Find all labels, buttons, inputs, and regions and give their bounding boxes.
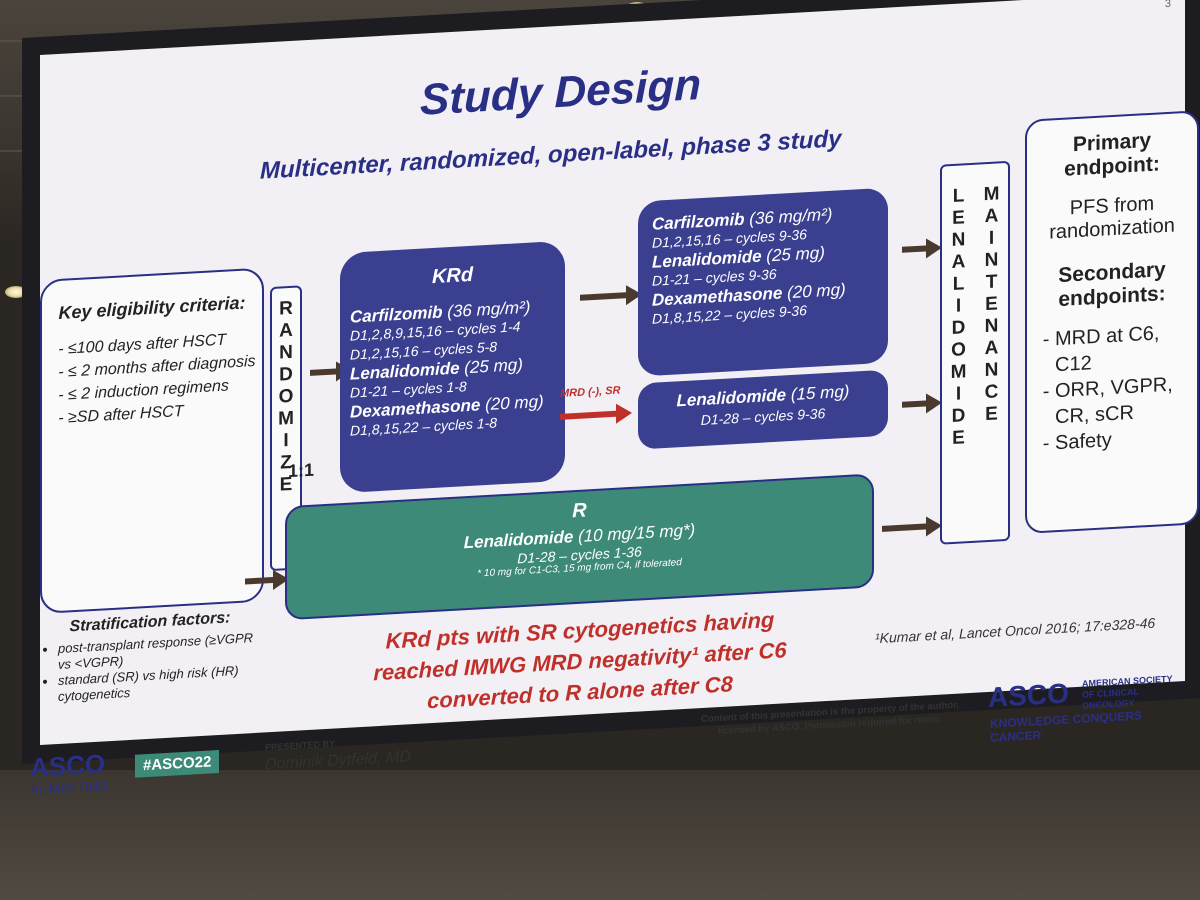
meeting-label: AL MEETING	[30, 778, 109, 798]
maintenance-letter: N	[984, 315, 999, 338]
randomize-letter: D	[279, 363, 293, 386]
maintenance-letter: M	[950, 361, 967, 384]
r-arm-box: R Lenalidomide (10 mg/15 mg*) D1-28 – cy…	[285, 473, 874, 621]
maintenance-letter: N	[984, 359, 999, 382]
drug-dose: (25 mg)	[459, 355, 523, 378]
maintenance-letter: E	[952, 207, 965, 230]
slide-number: 3	[1164, 0, 1171, 11]
drug-dose: (20 mg)	[782, 279, 846, 303]
eligibility-box: Key eligibility criteria: ≤100 days afte…	[40, 267, 264, 614]
krd-arm-box: KRd Carfilzomib (36 mg/m²)D1,2,8,9,15,16…	[340, 240, 565, 494]
secondary-endpoint-item: ORR, VGPR, CR, sCR	[1055, 370, 1197, 430]
maintenance-letter: A	[984, 205, 999, 228]
floor	[0, 770, 1200, 900]
ceiling-light	[5, 286, 27, 298]
randomize-letter: O	[278, 385, 294, 408]
krd-continuation-box: Carfilzomib (36 mg/m²)D1,2,15,16 – cycle…	[638, 187, 888, 377]
lenalidomide-15-box: Lenalidomide (15 mg) D1-28 – cycles 9-36	[638, 369, 888, 450]
arrow-to-maintenance	[902, 245, 928, 253]
maintenance-letter: T	[985, 271, 998, 294]
arrow-to-maintenance	[882, 523, 928, 532]
mrd-conversion-note: KRd pts with SR cytogenetics having reac…	[310, 600, 850, 723]
randomize-letter: I	[283, 430, 289, 452]
maintenance-letter: I	[955, 295, 962, 317]
maintenance-letter: M	[983, 183, 1000, 206]
eligibility-heading: Key eligibility criteria:	[58, 292, 246, 323]
presented-by-label: PRESENTED BY:	[265, 738, 338, 753]
hashtag: #ASCO22	[135, 749, 220, 778]
krd-continuation-regimen: Carfilzomib (36 mg/m²)D1,2,15,16 – cycle…	[652, 202, 888, 329]
maintenance-letter: E	[985, 403, 998, 426]
randomize-letter: A	[279, 319, 293, 342]
secondary-endpoint-item: MRD at C6, C12	[1055, 318, 1197, 378]
drug-dose: (25 mg)	[761, 243, 825, 266]
eligibility-list: ≤100 days after HSCT ≤ 2 months after di…	[50, 327, 262, 431]
maintenance-letter: L	[952, 185, 965, 207]
arrow-krd-continue	[580, 292, 628, 301]
randomize-letter: N	[279, 341, 293, 364]
len15-dose: (15 mg)	[790, 381, 850, 405]
randomize-letter: R	[279, 297, 293, 320]
arrow-to-r	[245, 576, 275, 585]
maintenance-letter: E	[985, 293, 998, 316]
asco-logo: ASCO	[988, 677, 1069, 713]
maintenance-letter: N	[951, 229, 966, 252]
randomize-ratio: 1:1	[288, 459, 315, 482]
maintenance-letter: I	[955, 383, 962, 405]
arrow-to-maintenance	[902, 400, 928, 408]
endpoints-box: Primary endpoint: PFS from randomization…	[1025, 110, 1199, 534]
primary-endpoint-text: PFS from randomization	[1049, 192, 1175, 244]
maintenance-letter: A	[984, 337, 999, 360]
copyright-notice: Content of this presentation is the prop…	[700, 699, 960, 738]
maintenance-letter: N	[984, 249, 999, 272]
krd-regimen: Carfilzomib (36 mg/m²)D1,2,8,9,15,16 – c…	[350, 296, 565, 441]
slide-title: Study Design	[420, 60, 702, 125]
stratification: Stratification factors: post-transplant …	[40, 608, 260, 706]
presenter-name: Dominik Dytfeld, MD	[265, 748, 411, 774]
drug-dose: (20 mg)	[480, 391, 544, 415]
maintenance-letter: I	[988, 227, 995, 249]
secondary-endpoints-list: MRD at C6, C12 ORR, VGPR, CR, sCR Safety	[1033, 318, 1197, 457]
maintenance-letter: C	[984, 381, 999, 404]
slide: 3 Study Design Multicenter, randomized, …	[30, 0, 1199, 798]
reference: ¹Kumar et al, Lancet Oncol 2016; 17:e328…	[875, 614, 1156, 647]
maintenance-letter: D	[951, 405, 966, 428]
maintenance-letter: D	[951, 317, 966, 340]
arrow-to-krd	[310, 368, 338, 376]
len15-drug: Lenalidomide	[676, 385, 787, 411]
maintenance-letter: L	[952, 273, 965, 295]
arrow-mrd-negative	[560, 410, 618, 420]
primary-endpoint-heading: Primary endpoint:	[1064, 128, 1160, 181]
ceiling-light	[626, 2, 648, 14]
stratification-list: post-transplant response (≥VGPR vs <VGPR…	[40, 630, 260, 706]
slide-subtitle: Multicenter, randomized, open-label, pha…	[260, 125, 842, 185]
mrd-arrow-label: MRD (-), SR	[560, 384, 621, 400]
krd-title: KRd	[431, 263, 474, 289]
maintenance-letter: O	[951, 339, 966, 362]
maintenance-letter: A	[951, 251, 966, 274]
secondary-endpoints-heading: Secondary endpoints:	[1058, 258, 1166, 312]
maintenance-letter: E	[952, 427, 965, 450]
randomize-letter: M	[278, 407, 294, 430]
